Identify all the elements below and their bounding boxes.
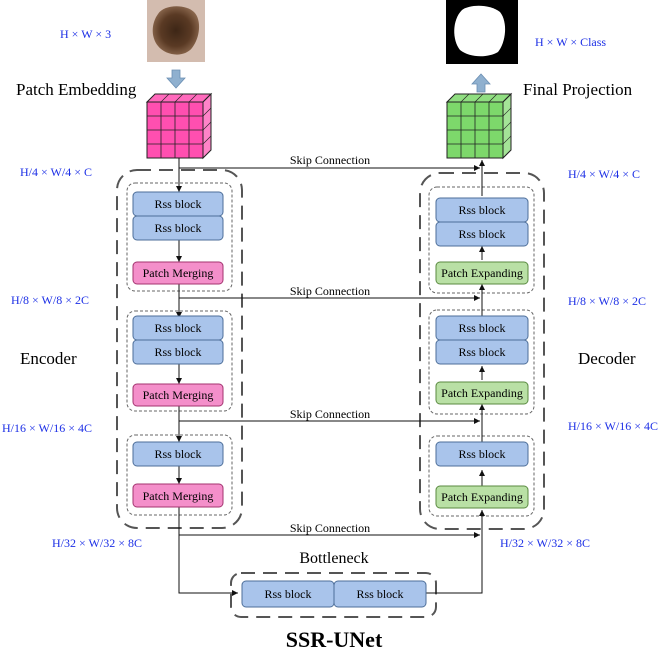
bottleneck-rss-block-2-box — [333, 580, 427, 608]
enc-patch-merging-3-label: Patch Merging — [143, 489, 214, 503]
enc-rss-block-2-label: Rss block — [154, 221, 201, 235]
bottleneck-frame — [230, 572, 437, 618]
dec-patch-expanding-2-box — [435, 381, 529, 405]
dec-rss-block-4-box — [435, 339, 529, 365]
dec-rss-block-2-box — [435, 221, 529, 247]
dec-rss-block-5-label: Rss block — [458, 447, 505, 461]
dim-dec-4: H/32 × W/32 × 8C — [500, 536, 590, 550]
final-projection-label: Final Projection — [523, 80, 633, 99]
dim-enc-1: H/4 × W/4 × C — [20, 165, 92, 179]
dec-rss-block-4-label: Rss block — [458, 345, 505, 359]
enc-patch-merging-1-box — [132, 261, 224, 285]
skip-connection-label-4: Skip Connection — [290, 521, 370, 535]
dim-dec-1: H/4 × W/4 × C — [568, 167, 640, 181]
enc-rss-block-4-label: Rss block — [154, 345, 201, 359]
dim-enc-2: H/8 × W/8 × 2C — [11, 293, 89, 307]
dec-patch-expanding-1-box — [435, 261, 529, 285]
output-image — [446, 0, 518, 64]
dec-rss-block-3-label: Rss block — [458, 321, 505, 335]
patch-embedding-cube — [145, 92, 213, 160]
skip-connection-lines — [179, 165, 480, 538]
skip-connection-label-1: Skip Connection — [290, 153, 370, 167]
input-image — [147, 0, 205, 62]
enc-rss-block-4-box — [132, 339, 224, 365]
dec-patch-expanding-3-box — [435, 485, 529, 509]
patch-embedding-label: Patch Embedding — [16, 80, 137, 99]
dec-rss-block-2-label: Rss block — [458, 227, 505, 241]
bottleneck-rss-block-2-label: Rss block — [356, 587, 403, 601]
dim-dec-2: H/8 × W/8 × 2C — [568, 294, 646, 308]
enc-rss-block-5-label: Rss block — [154, 447, 201, 461]
dec-rss-block-5-box — [435, 441, 529, 467]
decoder-label: Decoder — [578, 349, 636, 368]
enc-rss-block-3-label: Rss block — [154, 321, 201, 335]
enc-patch-merging-2-label: Patch Merging — [143, 388, 214, 402]
enc-patch-merging-2-box — [132, 383, 224, 407]
bottleneck-label: Bottleneck — [299, 550, 368, 567]
output-up-arrow — [471, 73, 491, 93]
input-down-arrow — [166, 69, 186, 89]
page-title: SSR-UNet — [286, 627, 383, 652]
enc-rss-block-1-label: Rss block — [154, 197, 201, 211]
bottleneck-rss-block-1-label: Rss block — [264, 587, 311, 601]
decoder-stage-1-frame — [428, 186, 535, 294]
encoder-label: Encoder — [20, 349, 77, 368]
dec-patch-expanding-3-label: Patch Expanding — [441, 490, 523, 504]
dim-enc-4: H/32 × W/32 × 8C — [52, 536, 142, 550]
skip-connection-label-2: Skip Connection — [290, 284, 370, 298]
dec-patch-expanding-2-label: Patch Expanding — [441, 386, 523, 400]
decoder-path-lines — [426, 160, 485, 594]
encoder-path-lines — [176, 158, 238, 596]
final-projection-cube — [445, 92, 513, 160]
enc-patch-merging-1-label: Patch Merging — [143, 266, 214, 280]
dim-output: H × W × Class — [535, 35, 606, 49]
dec-rss-block-1-label: Rss block — [458, 203, 505, 217]
enc-patch-merging-3-box — [132, 483, 224, 508]
decoder-frame — [419, 172, 545, 530]
dim-input: H × W × 3 — [60, 27, 111, 41]
enc-rss-block-5-box — [132, 441, 224, 467]
dim-dec-3: H/16 × W/16 × 4C — [568, 419, 658, 433]
dim-enc-3: H/16 × W/16 × 4C — [2, 421, 92, 435]
dec-patch-expanding-1-label: Patch Expanding — [441, 266, 523, 280]
skip-connection-label-3: Skip Connection — [290, 407, 370, 421]
enc-rss-block-2-box — [132, 215, 224, 241]
